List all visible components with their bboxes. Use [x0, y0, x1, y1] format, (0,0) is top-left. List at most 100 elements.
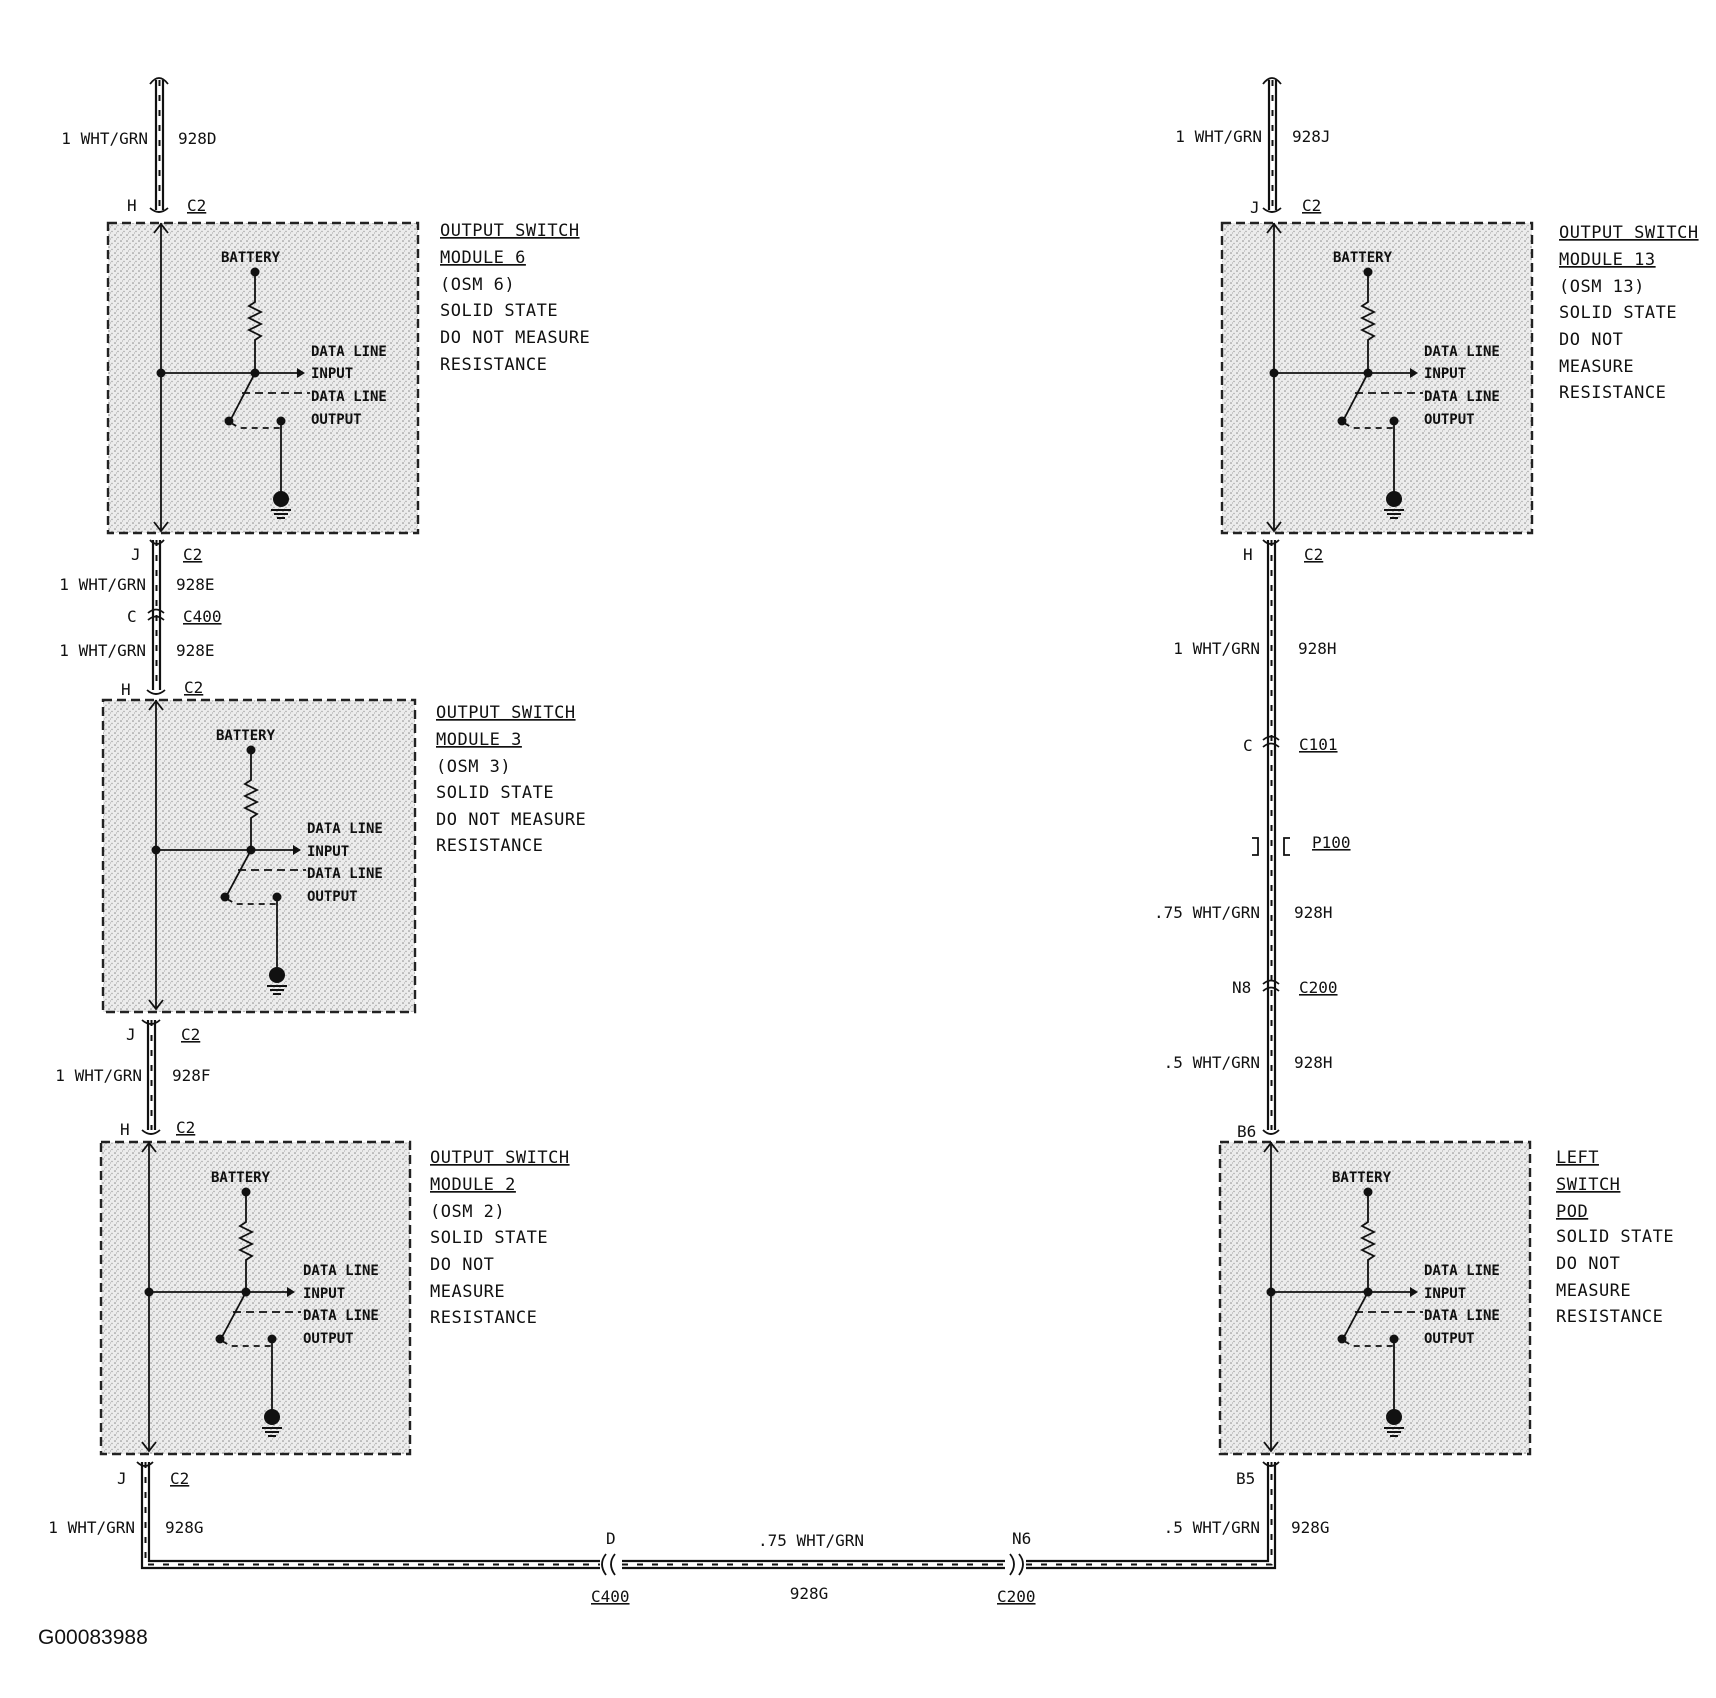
- wire-gauge-label: .75 WHT/GRN: [1154, 903, 1260, 922]
- pin-label: B5: [1236, 1469, 1255, 1488]
- data-line-output-label-1: DATA LINE: [1424, 1308, 1500, 1324]
- module-desc-1: SOLID STATE: [430, 1228, 548, 1248]
- wire-gauge-label: 1 WHT/GRN: [59, 641, 146, 660]
- connector-label: C2: [1304, 545, 1323, 564]
- connector-label: C2: [170, 1469, 189, 1488]
- data-line-input-label-1: DATA LINE: [1424, 344, 1500, 360]
- module-desc-3: MEASURE: [430, 1282, 505, 1302]
- module-title-line1: OUTPUT SWITCH: [1559, 223, 1699, 243]
- pin-label: H: [127, 196, 137, 215]
- module-desc-2: DO NOT: [1559, 330, 1623, 350]
- module-desc-2: DO NOT: [430, 1255, 494, 1275]
- connector-label: C400: [591, 1587, 630, 1606]
- wire-circuit-label: 928H: [1298, 639, 1337, 658]
- osm13-title: OUTPUT SWITCH MODULE 13 (OSM 13) SOLID S…: [1559, 223, 1699, 403]
- module-desc-1: SOLID STATE: [440, 301, 558, 321]
- osm2-internal-labels: BATTERY DATA LINE INPUT DATA LINE OUTPUT: [211, 1170, 379, 1347]
- data-line-input-label-1: DATA LINE: [1424, 1263, 1500, 1279]
- pin-label: J: [126, 1025, 136, 1044]
- module-title-line3: (OSM 6): [440, 275, 515, 295]
- module-desc-4: RESISTANCE: [430, 1308, 537, 1328]
- module-title-line1: OUTPUT SWITCH: [436, 703, 576, 723]
- pin-label: N6: [1012, 1529, 1031, 1548]
- battery-label: BATTERY: [211, 1170, 271, 1186]
- connector-label: C400: [183, 607, 222, 626]
- pin-label: N8: [1232, 978, 1251, 997]
- connector-label: C200: [1299, 978, 1338, 997]
- module-title-line2: MODULE 6: [440, 248, 526, 268]
- osm2-title: OUTPUT SWITCH MODULE 2 (OSM 2) SOLID STA…: [430, 1148, 570, 1328]
- pin-label: H: [1243, 545, 1253, 564]
- osm6-title: OUTPUT SWITCH MODULE 6 (OSM 6) SOLID STA…: [440, 221, 590, 375]
- input-label: INPUT: [311, 366, 353, 382]
- module-osm2: [99, 1140, 412, 1456]
- figure-id: G00083988: [38, 1626, 148, 1649]
- module-osm13: [1220, 221, 1534, 535]
- module-title-line2: MODULE 13: [1559, 250, 1656, 270]
- module-desc-3: RESISTANCE: [436, 836, 543, 856]
- connector-label: C2: [184, 678, 203, 697]
- output-label: OUTPUT: [303, 1331, 354, 1347]
- module-title-line3: (OSM 13): [1559, 277, 1645, 297]
- wire-circuit-label: 928E: [176, 641, 215, 660]
- wire-circuit-label: 928J: [1292, 127, 1331, 146]
- battery-label: BATTERY: [221, 250, 281, 266]
- module-osm6: [106, 221, 420, 535]
- module-desc-2: DO NOT MEASURE: [436, 810, 586, 830]
- connector-label: C200: [997, 1587, 1036, 1606]
- module-title-line2: SWITCH: [1556, 1175, 1620, 1195]
- pin-labels: H C2 J C2 C C400 H C2 J C2 H C2 J C2 J C…: [117, 196, 1351, 1606]
- pin-label: J: [1250, 198, 1260, 217]
- wire-circuit-label: 928D: [178, 129, 217, 148]
- module-desc-3: MEASURE: [1559, 357, 1634, 377]
- module-desc-1: SOLID STATE: [1556, 1227, 1674, 1247]
- output-label: OUTPUT: [1424, 412, 1475, 428]
- data-line-input-label-1: DATA LINE: [307, 821, 383, 837]
- pin-label: D: [606, 1529, 616, 1548]
- connector-label: C2: [176, 1118, 195, 1137]
- pin-label: C: [127, 607, 137, 626]
- osm3-internal-labels: BATTERY DATA LINE INPUT DATA LINE OUTPUT: [216, 728, 383, 905]
- module-title-line1: OUTPUT SWITCH: [430, 1148, 570, 1168]
- module-title-line2: MODULE 3: [436, 730, 522, 750]
- data-line-input-label-1: DATA LINE: [303, 1263, 379, 1279]
- module-title-line1: LEFT: [1556, 1148, 1599, 1168]
- pod-internal-labels: BATTERY DATA LINE INPUT DATA LINE OUTPUT: [1332, 1170, 1500, 1347]
- module-title-line3: (OSM 2): [430, 1202, 505, 1222]
- wire-circuit-label: 928G: [165, 1518, 204, 1537]
- module-title-line2: MODULE 2: [430, 1175, 516, 1195]
- module-left-switch-pod: [1218, 1140, 1532, 1456]
- pin-label: B6: [1237, 1122, 1256, 1141]
- wire-circuit-label: 928G: [790, 1584, 829, 1603]
- wire-circuit-label: 928E: [176, 575, 215, 594]
- wire-circuit-label: 928H: [1294, 903, 1333, 922]
- pin-label: H: [121, 680, 131, 699]
- data-line-output-label-1: DATA LINE: [311, 389, 387, 405]
- module-desc-2: DO NOT MEASURE: [440, 328, 590, 348]
- input-label: INPUT: [303, 1286, 345, 1302]
- connector-label: C101: [1299, 735, 1338, 754]
- wire-circuit-label: 928H: [1294, 1053, 1333, 1072]
- data-line-output-label-1: DATA LINE: [303, 1308, 379, 1324]
- wire-labels: 1 WHT/GRN 928D 1 WHT/GRN 928J 1 WHT/GRN …: [48, 127, 1336, 1603]
- output-label: OUTPUT: [311, 412, 362, 428]
- battery-label: BATTERY: [1333, 250, 1393, 266]
- connector-label: P100: [1312, 833, 1351, 852]
- module-desc-1: SOLID STATE: [1559, 303, 1677, 323]
- module-title-line1: OUTPUT SWITCH: [440, 221, 580, 241]
- module-desc-4: RESISTANCE: [1556, 1307, 1663, 1327]
- data-line-input-label-1: DATA LINE: [311, 344, 387, 360]
- connector-label: C2: [1302, 196, 1321, 215]
- pin-label: J: [131, 545, 141, 564]
- wire-gauge-label: .5 WHT/GRN: [1164, 1053, 1260, 1072]
- bottom-horizontal-harness: [601, 1462, 1277, 1576]
- wire-circuit-label: 928F: [172, 1066, 211, 1085]
- module-osm3: [101, 698, 417, 1014]
- pin-label: H: [120, 1120, 130, 1139]
- input-label: INPUT: [1424, 366, 1466, 382]
- wire-gauge-label: 1 WHT/GRN: [1175, 127, 1262, 146]
- wire-gauge-label: 1 WHT/GRN: [61, 129, 148, 148]
- wire-gauge-label: 1 WHT/GRN: [1173, 639, 1260, 658]
- wire-gauge-label: .75 WHT/GRN: [758, 1531, 864, 1550]
- osm13-internal-labels: BATTERY DATA LINE INPUT DATA LINE OUTPUT: [1333, 250, 1500, 428]
